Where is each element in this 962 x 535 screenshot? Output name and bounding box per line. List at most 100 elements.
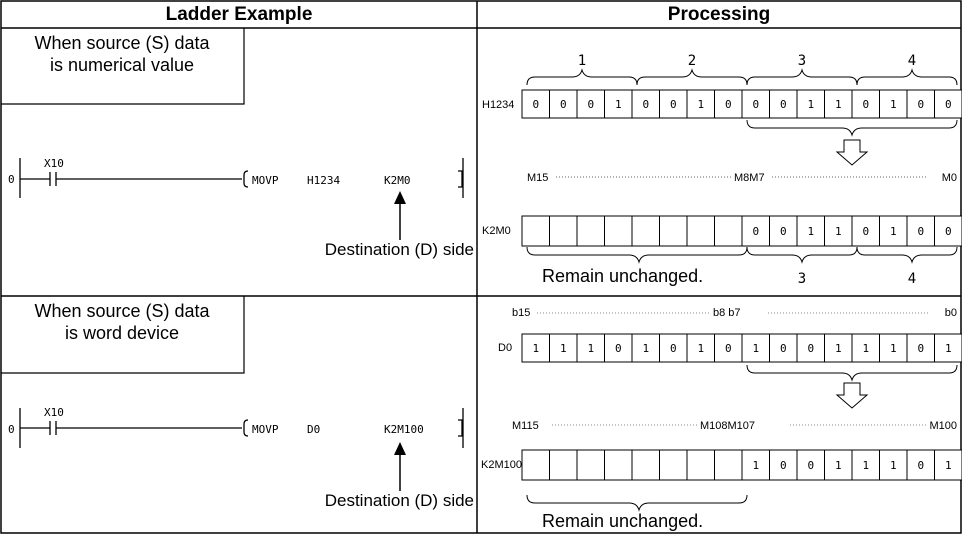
case1-ladder: 0 X10 MOVP H1234 K2M0 [8,157,464,240]
bit-value: 0 [670,98,677,111]
lower-group-number-3: 3 [798,271,806,287]
bit-cell [576,215,605,247]
range-mid-label: b8 b7 [713,307,741,319]
bit-cell [714,333,743,363]
instruction-source: D0 [307,423,320,436]
bit-value: 1 [615,98,622,111]
case1-processing [526,68,958,264]
bit-value: 0 [807,342,814,355]
instruction-left-bracket [243,170,249,188]
case2-remain-label: Remain unchanged. [542,511,704,531]
instruction-right-bracket [458,419,463,437]
bit-cell [741,333,770,363]
bit-value: 1 [945,342,952,355]
instruction-name: MOVP [252,423,279,436]
down-arrow [835,382,869,409]
bit-cell [824,89,853,119]
dest-low-label: M100 [929,420,957,432]
destination-arrow-head [394,442,406,455]
bit-value: 1 [835,98,842,111]
bit-cell [714,215,743,247]
case1-destination-label: Destination (D) side [324,240,474,259]
case2-processing [526,312,958,512]
case2-source-line1: When source (S) data [34,301,210,321]
bit-cell [824,333,853,363]
bit-cell [659,215,688,247]
lower-group-number-4: 4 [908,271,916,287]
bit-value: 1 [945,459,952,472]
bit-cell [631,449,660,481]
bit-cell [879,333,908,363]
group-number-4: 4 [908,53,916,69]
range-low-label: M0 [942,172,957,184]
group-brace-3 [746,68,858,86]
instruction-destination: K2M0 [384,174,411,187]
case1-label-frame [1,28,245,105]
bit-value: 0 [917,225,924,238]
bit-cell [934,89,962,119]
bit-cell [714,89,743,119]
case2-source-line2: is word device [64,323,180,343]
bit-cell [741,449,770,481]
group-brace-1 [526,68,638,86]
case2-ladder: 0 X10 MOVP D0 K2M100 [8,406,464,491]
contact-label: X10 [44,157,64,170]
instruction-source: H1234 [307,174,340,187]
bit-value: 1 [642,342,649,355]
bit-value: 1 [752,459,759,472]
bit-cell [631,89,660,119]
bit-cell [906,449,935,481]
bit-value: 1 [862,459,869,472]
bit-value: 0 [587,98,594,111]
bit-cell [659,333,688,363]
bit-cell [521,215,550,247]
bit-value: 1 [807,98,814,111]
case1-remain-label: Remain unchanged. [542,266,704,286]
bit-cell [549,449,578,481]
bit-cell [879,449,908,481]
bit-cell [604,215,633,247]
bit-cell [879,89,908,119]
bit-cell [659,449,688,481]
dest-high-label: M115 [512,420,539,432]
bit-value: 0 [917,459,924,472]
bit-cell [796,449,825,481]
bit-cell [604,449,633,481]
bit-value: 0 [945,225,952,238]
header-ladder-example: Ladder Example [165,4,313,25]
bit-cell [741,89,770,119]
low-byte-brace [746,364,958,382]
bit-value: 1 [835,459,842,472]
case1-source-line1: When source (S) data [34,33,210,53]
bit-cell [521,89,550,119]
range-start-label: b15 [512,307,530,319]
bit-value: 0 [862,225,869,238]
bit-value: 0 [807,459,814,472]
bit-value: 0 [615,342,622,355]
bit-value: 1 [807,225,814,238]
bit-cell [686,215,715,247]
bit-value: 1 [890,342,897,355]
case1-processing-labels: 1 2 3 4 H1234 M15 M8M7 M0 K2M0 3 4 [482,53,957,287]
bit-cell [906,215,935,247]
group-number-2: 2 [688,53,696,69]
case2-source-description: When source (S) data is word device [2,300,242,344]
bit-cell [769,333,798,363]
bit-value: 1 [890,98,897,111]
bit-value: 0 [917,98,924,111]
bit-value: 1 [835,225,842,238]
bit-cell [686,89,715,119]
bit-value: 0 [642,98,649,111]
bit-value: 1 [862,342,869,355]
bit-cell [521,333,550,363]
bit-value: 0 [780,459,787,472]
bit-value: 1 [532,342,539,355]
group-brace-3-lower [746,246,858,264]
group-brace-4-lower [856,246,958,264]
case1-source-line2: is numerical value [49,55,195,75]
bit-cell [686,449,715,481]
bit-cell [769,449,798,481]
destination-arrow-head [394,191,406,204]
